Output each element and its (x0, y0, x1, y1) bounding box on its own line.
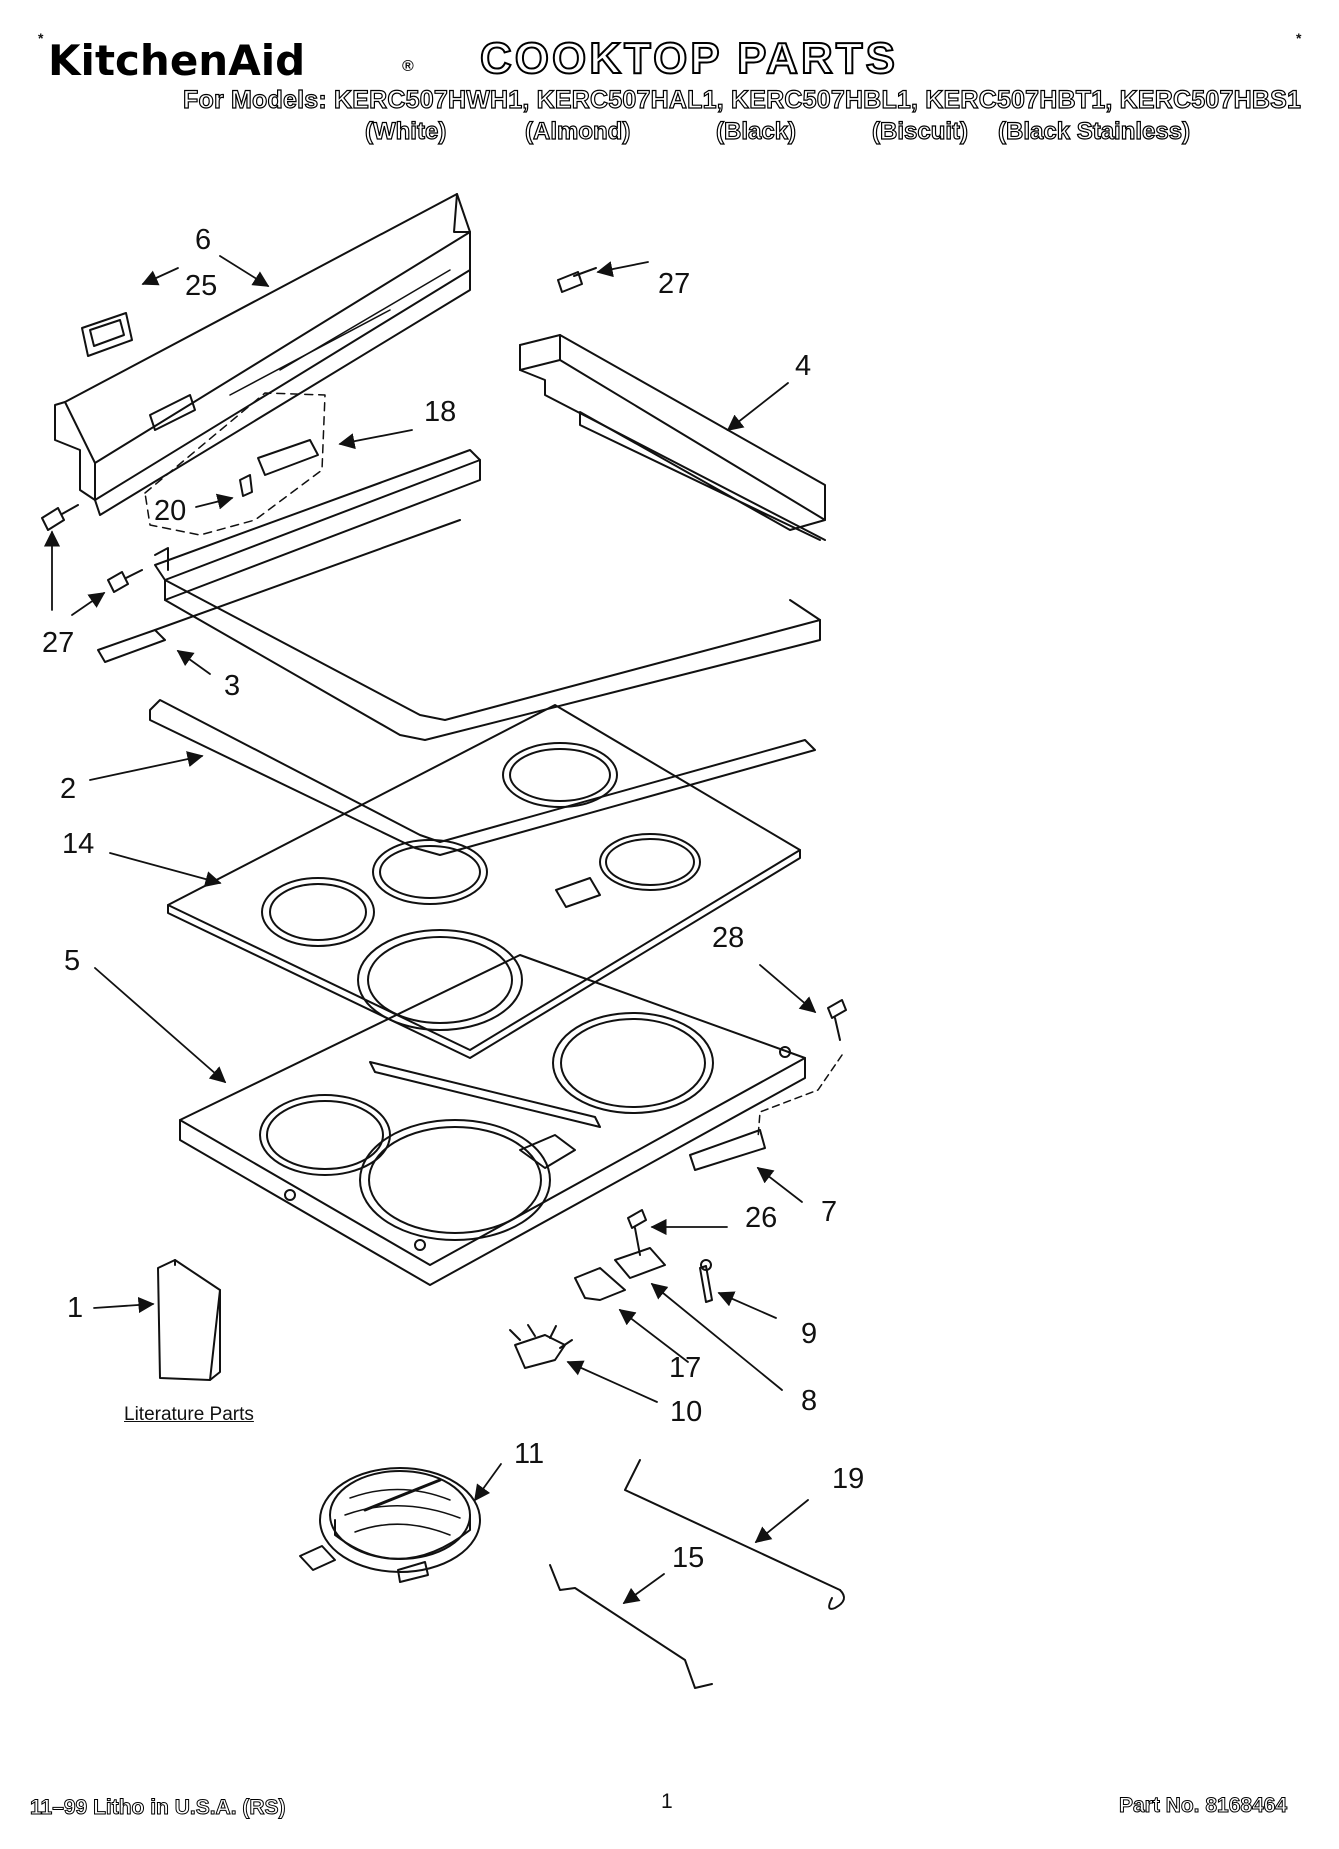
part-25-label (82, 313, 132, 356)
callout-17: 17 (669, 1352, 702, 1384)
part-15-rod (550, 1565, 712, 1688)
brand-logo: KitchenAid (48, 36, 306, 85)
part-28-screw (758, 1000, 846, 1138)
color-label-black-stainless: (Black Stainless) (997, 117, 1191, 145)
callout-3: 3 (224, 670, 241, 702)
part-2-gasket (150, 700, 815, 855)
color-label-biscuit: (Biscuit) (871, 117, 968, 145)
callout-18: 18 (424, 396, 457, 428)
callout-14: 14 (62, 828, 95, 860)
color-label-white: (White) (364, 117, 447, 145)
callout-9: 9 (801, 1318, 818, 1350)
callout-11: 11 (514, 1438, 545, 1470)
callout-4: 4 (795, 350, 812, 382)
callout-6: 6 (195, 224, 212, 256)
callout-1: 1 (67, 1292, 84, 1324)
part-6-backguard (55, 194, 470, 515)
color-label-black: (Black) (715, 117, 797, 145)
leader-arrows (43, 256, 817, 1604)
part-18-switch-group (145, 393, 325, 535)
callout-2: 2 (60, 773, 77, 805)
parts-26-8-17-9-hardware (575, 1210, 712, 1302)
callout-19: 19 (832, 1463, 865, 1495)
callout-28: 28 (712, 922, 745, 954)
callout-25: 25 (185, 270, 218, 302)
part-19-rod (625, 1460, 844, 1609)
callout-27-top: 27 (658, 268, 691, 300)
part-1-literature (158, 1260, 220, 1380)
brand-registered-mark: ® (402, 58, 414, 75)
corner-mark-right: * (1296, 30, 1302, 46)
footer-page-number: 1 (661, 1790, 673, 1813)
callout-20: 20 (154, 495, 187, 527)
models-line: For Models: KERC507HWH1, KERC507HAL1, KE… (182, 85, 1302, 114)
page-title: COOKTOP PARTS (479, 33, 898, 84)
footer-litho: 11–99 Litho in U.S.A. (RS) (30, 1796, 287, 1820)
part-10-wire-harness (510, 1325, 572, 1368)
callout-10: 10 (670, 1396, 703, 1428)
corner-mark-left: * (38, 30, 44, 46)
callout-8: 8 (801, 1385, 818, 1417)
callout-15: 15 (672, 1542, 705, 1574)
callout-5: 5 (64, 945, 81, 977)
part-4-trim-frame (520, 335, 825, 540)
callout-27-left: 27 (42, 627, 75, 659)
callout-26: 26 (745, 1202, 778, 1234)
part-3-front-trim (98, 450, 820, 740)
literature-parts-label: Literature Parts (124, 1404, 254, 1425)
color-label-almond: (Almond) (524, 117, 631, 145)
callout-7: 7 (821, 1196, 838, 1228)
part-14-glass-top (168, 705, 800, 1058)
part-27-screws (42, 268, 596, 592)
footer-part-number: Part No. 8168464 (1118, 1794, 1288, 1818)
part-11-radiant-element (300, 1468, 480, 1582)
part-5-cooktop-base (180, 955, 805, 1285)
